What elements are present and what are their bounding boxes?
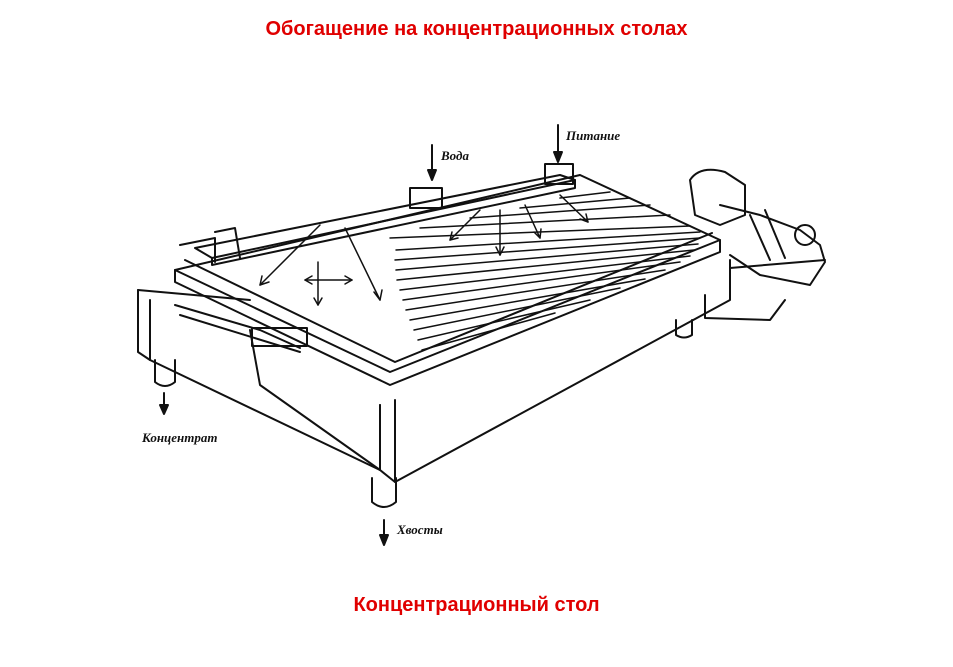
support-legs bbox=[154, 319, 693, 508]
flow-arrows bbox=[259, 194, 589, 306]
concentrate-label: Концентрат bbox=[141, 430, 217, 445]
output-arrows bbox=[159, 392, 389, 546]
riffles bbox=[389, 191, 701, 351]
tailings-label: Хвосты bbox=[396, 522, 443, 537]
input-arrows bbox=[427, 124, 563, 181]
drive-mechanism bbox=[689, 168, 826, 321]
table-deck bbox=[174, 174, 721, 386]
figure-caption: Концентрационный стол bbox=[353, 594, 600, 616]
water-label: Вода bbox=[440, 148, 469, 163]
base-frame bbox=[137, 259, 731, 483]
page-title: Обогащение на концентрационных столах bbox=[265, 18, 688, 40]
feed-trough bbox=[179, 163, 576, 266]
feed-label: Питание bbox=[565, 128, 620, 143]
